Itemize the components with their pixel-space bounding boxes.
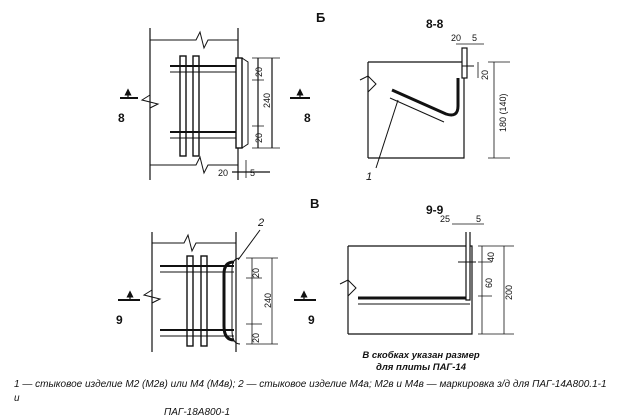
dim-b-20-base: 20: [218, 168, 228, 178]
view-b-plan: [140, 28, 280, 180]
dim-v-20-bottom: 20: [251, 333, 261, 343]
dim-8-8-20: 20: [451, 33, 461, 43]
size-note-line1: В скобках указан размер: [362, 350, 480, 361]
section-label-8-right: 8: [304, 111, 311, 125]
section-marker-9-right: [294, 290, 316, 301]
dim-b-5-base: 5: [250, 168, 255, 178]
section-label-9-right: 9: [308, 313, 315, 327]
section-9-9-title: 9-9: [426, 203, 444, 217]
dim-9-9-200: 200: [504, 285, 514, 300]
section-marker-9-left: [118, 290, 140, 301]
dim-v-240: 240: [263, 293, 273, 308]
figure-caption: 1 — стыковое изделие М2 (М2в) или М4 (М4…: [14, 378, 612, 418]
section-marker-8-left: [120, 88, 138, 99]
view-v-title: В: [310, 196, 319, 211]
dim-8-8-5: 5: [472, 33, 477, 43]
section-9-9: [339, 223, 514, 335]
leader-label-1: 1: [366, 171, 372, 183]
dim-9-9-5: 5: [476, 214, 481, 224]
section-8-8-title: 8-8: [426, 17, 444, 31]
dim-8-8-180: 180 (140): [498, 93, 508, 132]
dim-b-20-top: 20: [254, 67, 264, 77]
dim-9-9-25: 25: [440, 214, 450, 224]
caption-line2: ПАГ-18А800-1: [164, 407, 231, 418]
section-marker-8-right: [290, 88, 310, 99]
leader-label-2: 2: [257, 217, 264, 229]
caption-line1: 1 — стыковое изделие М2 (М2в) или М4 (М4…: [14, 379, 607, 404]
dim-8-8-20-side: 20: [480, 70, 490, 80]
size-note-line2: для плиты ПАГ-14: [376, 362, 466, 373]
section-label-8-left: 8: [118, 111, 125, 125]
dim-b-20-bottom: 20: [254, 133, 264, 143]
dim-v-20-top: 20: [251, 268, 261, 278]
section-label-9-left: 9: [116, 313, 123, 327]
dim-9-9-60: 60: [484, 278, 494, 288]
dim-9-9-40: 40: [486, 252, 496, 262]
view-b-title: Б: [316, 10, 325, 25]
dim-b-240: 240: [262, 93, 272, 108]
section-8-8: [359, 43, 510, 169]
size-note: В скобках указан размер для плиты ПАГ-14: [342, 350, 500, 374]
view-v-plan: [142, 229, 278, 352]
